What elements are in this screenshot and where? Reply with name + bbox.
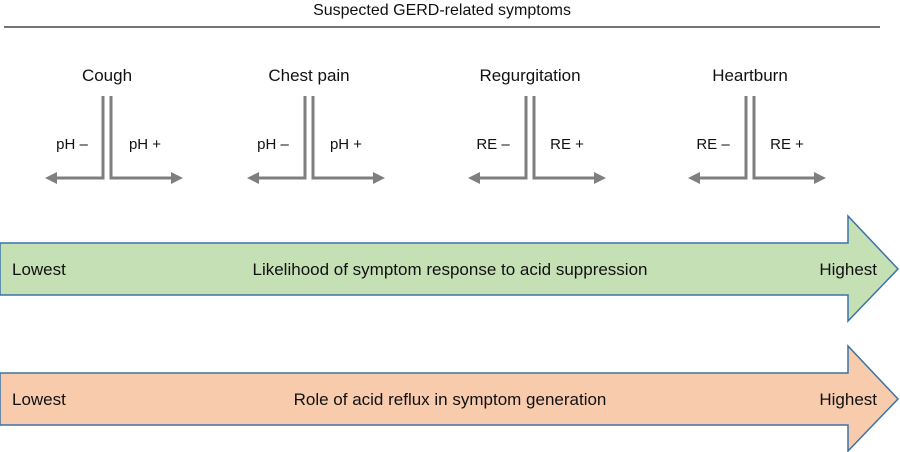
right-branch-line (109, 96, 173, 180)
right-arrowhead (814, 172, 826, 184)
symptom-label: Regurgitation (479, 66, 580, 85)
arrow-shape (0, 214, 900, 323)
scale-arrow-role: Lowest Role of acid reflux in symptom ge… (0, 344, 900, 452)
left-branch-line (698, 96, 748, 180)
right-branch-line (532, 96, 596, 180)
left-branch-label: pH – (257, 136, 289, 153)
arrow-shape (0, 344, 900, 452)
right-branch-label: pH + (129, 136, 161, 153)
scale-high-label: Highest (819, 260, 877, 279)
symptom-chest-pain: Chest pain pH – pH + (247, 66, 385, 184)
split-arrow (688, 96, 826, 184)
left-arrowhead (468, 172, 480, 184)
left-arrowhead (247, 172, 259, 184)
right-arrowhead (171, 172, 183, 184)
split-arrow (468, 96, 606, 184)
symptom-regurgitation: Regurgitation RE – RE + (468, 66, 606, 184)
left-branch-line (478, 96, 528, 180)
left-branch-label: RE – (696, 136, 730, 153)
right-arrowhead (373, 172, 385, 184)
left-branch-line (55, 96, 105, 180)
symptom-label: Cough (82, 66, 132, 85)
right-branch-line (311, 96, 375, 180)
scale-high-label: Highest (819, 390, 877, 409)
right-branch-line (752, 96, 816, 180)
left-branch-line (257, 96, 307, 180)
scale-label: Likelihood of symptom response to acid s… (253, 260, 648, 279)
scale-label: Role of acid reflux in symptom generatio… (294, 390, 607, 409)
symptom-label: Heartburn (712, 66, 788, 85)
right-branch-label: pH + (330, 136, 362, 153)
left-branch-label: pH – (56, 136, 88, 153)
symptom-label: Chest pain (268, 66, 349, 85)
left-arrowhead (688, 172, 700, 184)
split-arrow (45, 96, 183, 184)
left-arrowhead (45, 172, 57, 184)
scale-arrow-response: Lowest Likelihood of symptom response to… (0, 214, 900, 323)
left-branch-label: RE – (476, 136, 510, 153)
symptom-cough: Cough pH – pH + (45, 66, 183, 184)
symptom-heartburn: Heartburn RE – RE + (688, 66, 826, 184)
right-branch-label: RE + (770, 136, 804, 153)
scale-low-label: Lowest (12, 260, 66, 279)
split-arrow (247, 96, 385, 184)
right-branch-label: RE + (550, 136, 584, 153)
diagram-title: Suspected GERD-related symptoms (313, 2, 571, 19)
right-arrowhead (594, 172, 606, 184)
scale-low-label: Lowest (12, 390, 66, 409)
